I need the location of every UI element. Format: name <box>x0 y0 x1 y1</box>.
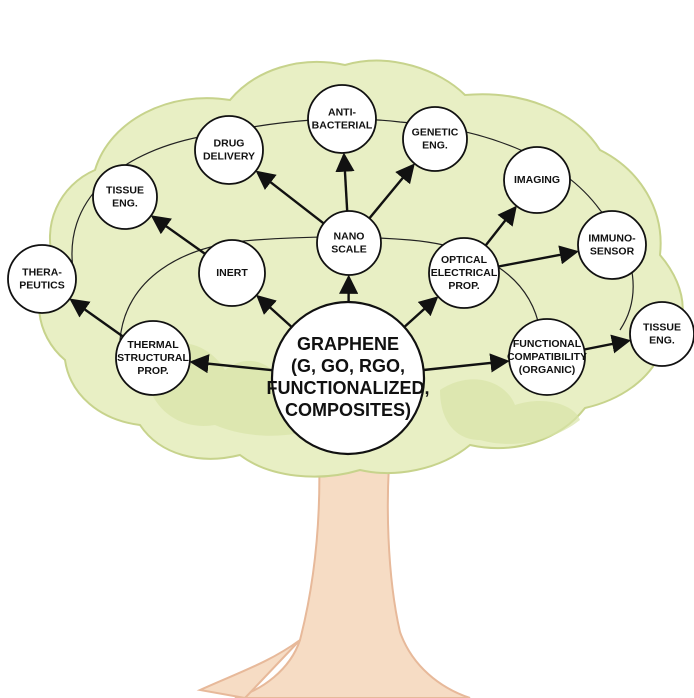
node-circle-functional <box>508 318 586 396</box>
node-circle-genetic <box>402 106 468 172</box>
node-label-inert-line-0: INERT <box>216 267 248 279</box>
node-label-tissue1-line-0: TISSUE <box>106 184 144 196</box>
node-circle-drug <box>194 115 264 185</box>
node-circle-tissue1 <box>92 164 158 230</box>
arrow-thermal-to-therapeutics <box>69 298 124 338</box>
node-inert: INERT <box>198 239 266 307</box>
node-label-drug-line-1: DELIVERY <box>203 150 255 162</box>
arrow-optical-to-immuno <box>498 245 579 268</box>
node-label-antibac-line-1: BACTERIAL <box>312 119 373 131</box>
node-label-nano-line-0: NANO <box>334 230 365 242</box>
node-circle-tissue2 <box>629 301 694 367</box>
arrow-center-to-functional <box>423 353 510 373</box>
node-circle-optical <box>428 237 500 309</box>
node-circle-center <box>270 300 426 456</box>
arrow-nano-to-drug <box>255 170 325 225</box>
arrow-center-to-inert <box>256 294 293 328</box>
node-label-therapeutics-line-0: THERA- <box>22 266 62 278</box>
node-center: GRAPHENE(G, GO, RGO,FUNCTIONALIZED,COMPO… <box>267 300 430 456</box>
node-label-functional-line-0: FUNCTIONAL <box>513 338 582 350</box>
node-label-center-line-3: COMPOSITES) <box>285 400 411 420</box>
nodes-layer: INERTNANOSCALEOPTICALELECTRICALPROP.THER… <box>7 84 694 456</box>
node-label-thermal-line-1: STRUCTURAL <box>117 352 189 364</box>
node-circle-thermal <box>115 320 191 396</box>
node-label-immuno-line-1: SENSOR <box>590 245 635 257</box>
node-circle-nano <box>316 210 382 276</box>
node-label-genetic-line-0: GENETIC <box>412 126 459 138</box>
tree-root <box>196 639 301 698</box>
arrow-optical-to-imaging <box>484 205 517 247</box>
node-label-optical-line-0: OPTICAL <box>441 254 488 266</box>
node-label-therapeutics-line-1: PEUTICS <box>19 279 65 291</box>
node-circle-immuno <box>577 210 647 280</box>
node-label-optical-line-1: ELECTRICAL <box>431 267 498 279</box>
node-immuno: IMMUNO-SENSOR <box>577 210 647 280</box>
node-therapeutics: THERA-PEUTICS <box>7 244 77 314</box>
arrow-functional-to-tissue2 <box>584 334 632 354</box>
node-label-drug-line-0: DRUG <box>214 137 245 149</box>
arrows-layer <box>69 152 632 374</box>
node-label-nano-line-1: SCALE <box>331 243 367 255</box>
node-label-center-line-2: FUNCTIONALIZED, <box>267 378 430 398</box>
node-label-tissue2-line-0: TISSUE <box>643 321 681 333</box>
node-label-thermal-line-0: THERMAL <box>127 339 179 351</box>
arrow-center-to-thermal <box>189 354 273 374</box>
node-label-functional-line-2: (ORGANIC) <box>519 364 576 376</box>
node-label-tissue2-line-1: ENG. <box>649 334 675 346</box>
node-circle-antibac <box>307 84 377 154</box>
node-circle-inert <box>198 239 266 307</box>
node-label-center-line-0: GRAPHENE <box>297 334 399 354</box>
node-label-imaging-line-0: IMAGING <box>514 174 560 186</box>
node-label-functional-line-1: COMPATIBILITY <box>507 351 587 363</box>
arrow-center-to-optical <box>403 296 439 328</box>
node-label-immuno-line-0: IMMUNO- <box>588 232 636 244</box>
node-imaging: IMAGING <box>503 146 571 214</box>
node-antibac: ANTI-BACTERIAL <box>307 84 377 154</box>
node-label-thermal-line-2: PROP. <box>137 365 168 377</box>
node-label-optical-line-2: PROP. <box>448 280 479 292</box>
node-circle-therapeutics <box>7 244 77 314</box>
node-label-genetic-line-1: ENG. <box>422 139 448 151</box>
node-label-center-line-1: (G, GO, RGO, <box>291 356 405 376</box>
arrow-inert-to-tissue1 <box>150 215 206 255</box>
node-label-antibac-line-0: ANTI- <box>328 106 356 118</box>
node-label-tissue1-line-1: ENG. <box>112 197 138 209</box>
node-circle-imaging <box>503 146 571 214</box>
arrow-nano-to-antibac <box>335 152 355 212</box>
arrow-nano-to-genetic <box>368 163 415 220</box>
